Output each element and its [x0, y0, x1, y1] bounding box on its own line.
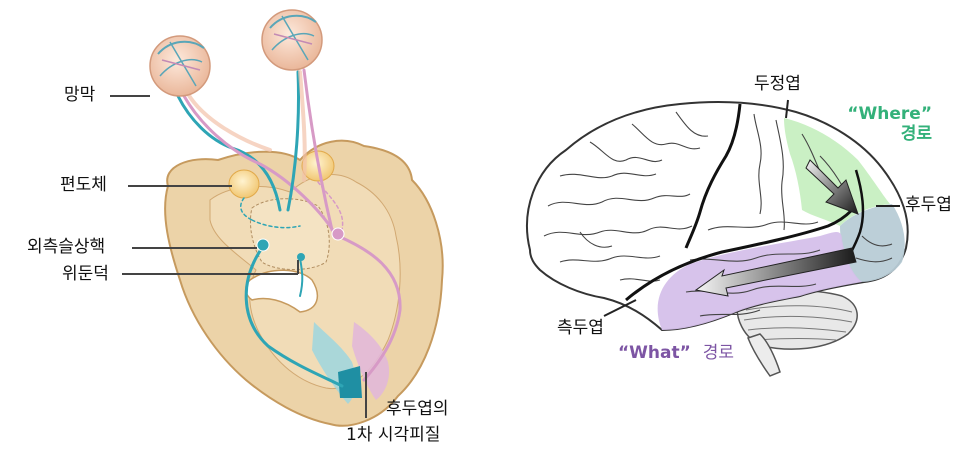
label-lgn: 외측슬상핵	[27, 239, 105, 256]
label-occipital-lobe: 후두엽	[905, 197, 952, 214]
label-retina: 망막	[64, 87, 95, 104]
label-amygdala: 편도체	[60, 177, 107, 194]
what-pathway-label: “What” 경로	[618, 345, 734, 362]
visual-pathway-diagram	[110, 10, 443, 426]
superior-colliculus-node	[297, 253, 305, 261]
left-eye	[150, 36, 210, 96]
label-parietal-lobe: 두정엽	[754, 76, 801, 93]
amygdala-left	[229, 170, 259, 198]
lgn-left	[257, 239, 269, 251]
where-pathway-label: “Where” 경로	[822, 105, 932, 144]
label-superior-colliculus: 위둔덕	[62, 266, 109, 283]
lgn-right	[332, 228, 344, 240]
label-v1-line2: 1차 시각피질	[346, 427, 440, 444]
right-eye	[262, 10, 322, 70]
label-v1-line1: 후두엽의	[386, 401, 449, 418]
what-pathway-suffix: 경로	[703, 343, 734, 363]
what-pathway-word: “What”	[618, 343, 691, 363]
where-pathway-suffix: 경로	[822, 125, 932, 145]
where-pathway-word: “Where”	[822, 105, 932, 125]
label-temporal-lobe: 측두엽	[557, 320, 604, 337]
